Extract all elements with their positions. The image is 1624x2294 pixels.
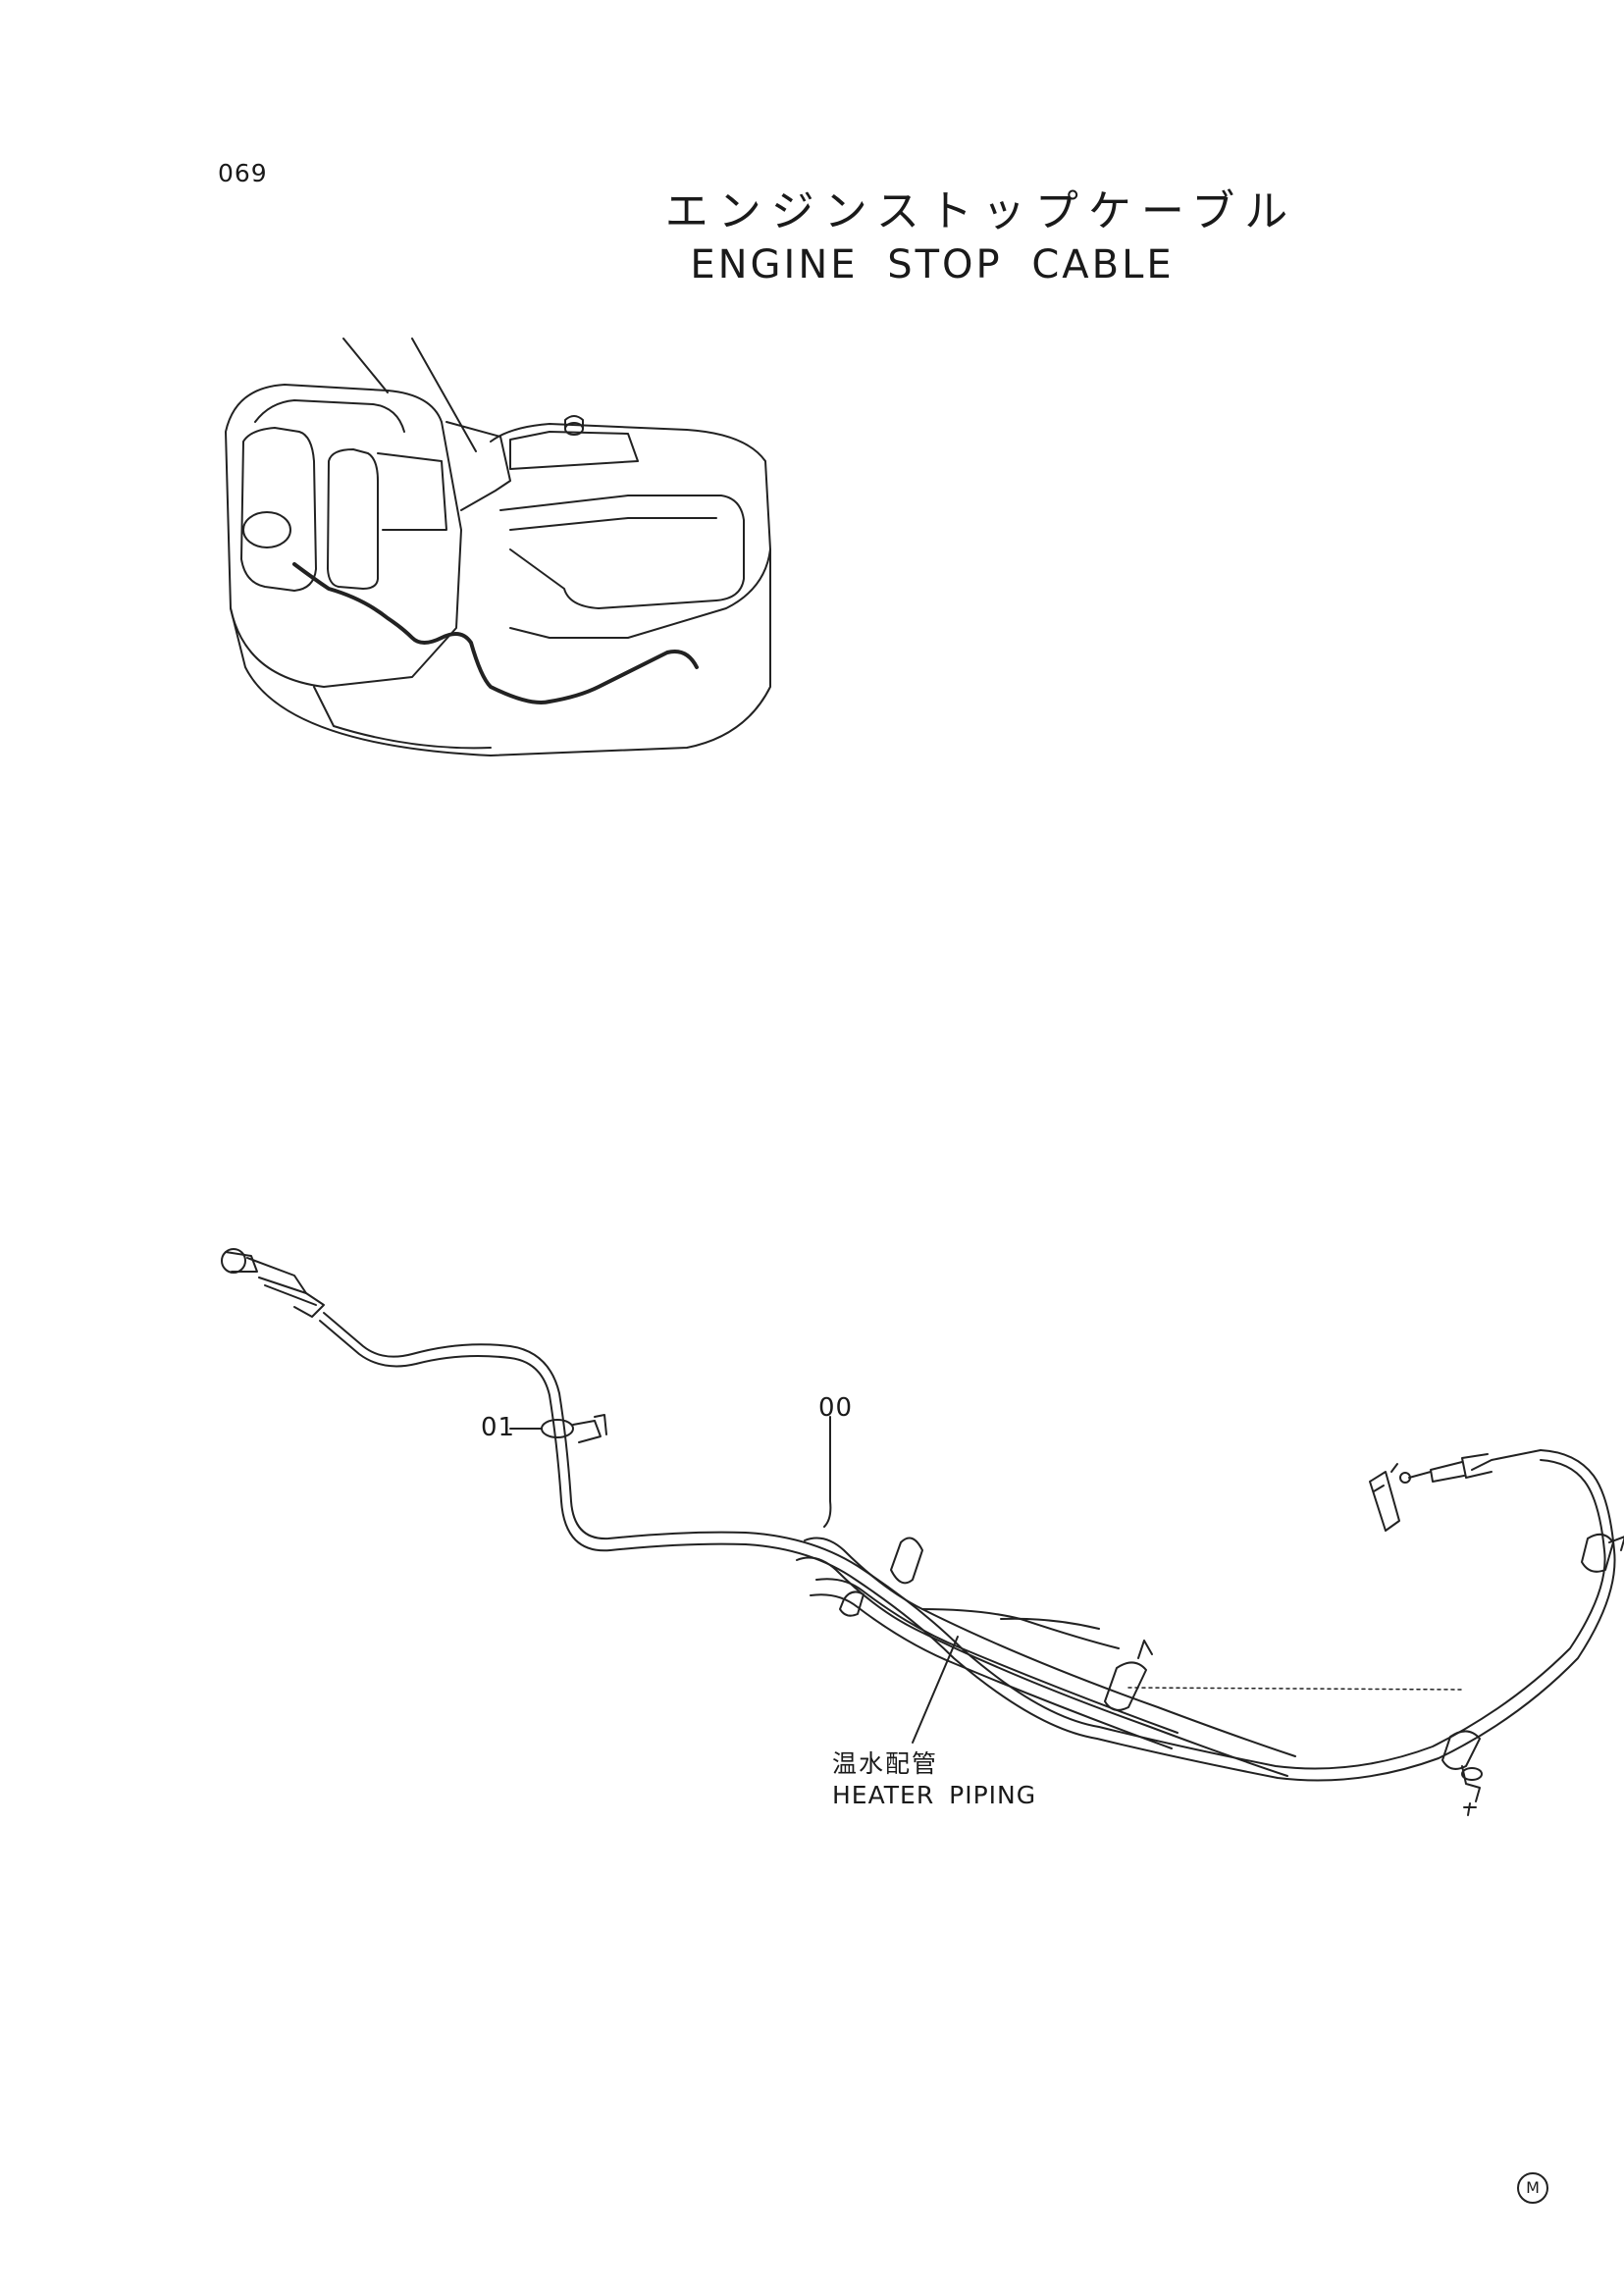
cable-handle-end <box>221 1248 325 1318</box>
clamp-right <box>1441 1730 1483 1816</box>
clamp-01 <box>541 1414 607 1443</box>
cable-outer-line-b <box>319 1320 1616 1782</box>
callout-clamp: 01 <box>481 1413 516 1442</box>
upper-structure <box>445 421 511 511</box>
title-block: エンジンストップケーブル ENGINE STOP CABLE <box>491 184 1374 290</box>
cab-outline <box>225 384 462 688</box>
boom-line-left <box>342 338 389 393</box>
hidden-line <box>1127 1687 1463 1691</box>
heater-piping <box>796 1537 1296 1777</box>
body-lower-line <box>313 686 492 750</box>
page-title-japanese: エンジンストップケーブル <box>664 186 1298 236</box>
leader-heater <box>912 1636 959 1744</box>
tank-top <box>509 431 639 470</box>
cab-top <box>254 399 405 433</box>
clamp-middle <box>839 1537 923 1617</box>
body-lower <box>230 548 771 756</box>
cable-outer-line-a <box>323 1312 1606 1770</box>
callout-cable: 00 <box>818 1393 854 1423</box>
heater-piping-label-japanese: 温水配管 <box>832 1749 939 1778</box>
corner-mark: M <box>1517 2172 1548 2204</box>
clamp-upper-right <box>1581 1533 1624 1573</box>
clamp-heater <box>1104 1640 1153 1711</box>
hood <box>499 495 745 609</box>
cable-lever-end <box>1369 1449 1542 1532</box>
cab-light <box>242 511 291 548</box>
tank-cap-neck <box>564 415 584 430</box>
counterweight-top <box>490 423 771 639</box>
cab-window-side <box>327 448 379 590</box>
excavator-overview <box>225 338 771 756</box>
boom-line-right <box>411 338 477 452</box>
cable-assembly <box>221 1248 1624 1816</box>
cab-window-upper <box>377 452 447 531</box>
heater-piping-label-english: HEATER PIPING <box>832 1781 1037 1809</box>
page-title-english: ENGINE STOP CABLE <box>690 242 1175 287</box>
leader-00 <box>823 1416 832 1528</box>
heater-piping-label: 温水配管 HEATER PIPING <box>832 1748 1036 1811</box>
page-number: 069 <box>218 159 268 187</box>
hood-panel <box>509 517 717 531</box>
cab-window-front <box>240 427 317 592</box>
overview-cable <box>292 562 699 704</box>
